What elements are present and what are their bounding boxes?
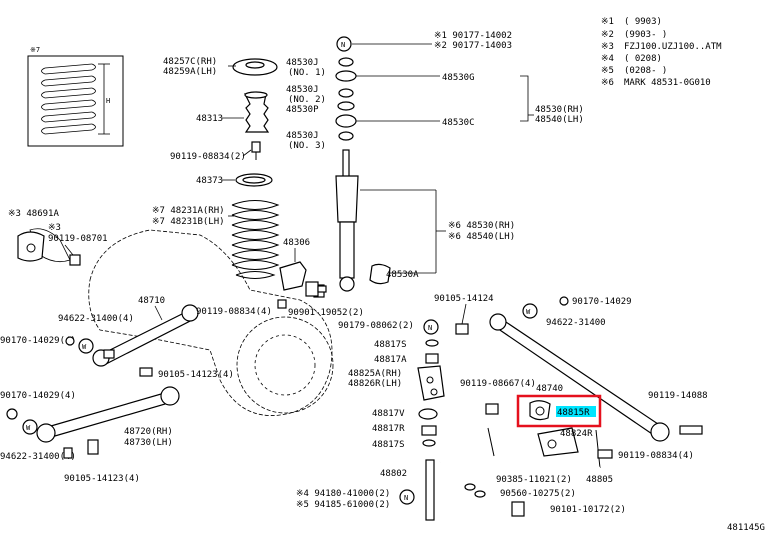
- label-90119-08701: 90119-08701: [48, 234, 108, 244]
- label-90170-b: 90170-14029(4): [0, 391, 76, 401]
- label-48231a: ※7 48231A(RH): [152, 206, 225, 216]
- label-90119-08667: 90119-08667(4): [460, 379, 536, 389]
- label-48730: 48730(LH): [124, 438, 173, 448]
- label-94185: ※5 94185-61000(2): [296, 500, 390, 510]
- label-48824r: 48824R: [560, 429, 593, 439]
- label-48540lh6: ※6 48540(LH): [448, 232, 515, 242]
- label-48540lh: 48540(LH): [535, 115, 584, 125]
- label-90119-08834-c: 90119-08834(4): [618, 451, 694, 461]
- label-48817a: 48817A: [374, 355, 407, 365]
- label-48373: 48373: [196, 176, 223, 186]
- label-90119-14088: 90119-14088: [648, 391, 708, 401]
- label-90105-a: 90105-14123(4): [158, 370, 234, 380]
- shock-absorber: N ※1 90177-14002 ※2 90177-14003 48530J (…: [286, 31, 584, 297]
- label-48530j-3: 48530J: [286, 131, 319, 141]
- label-94180: ※4 94180-41000(2): [296, 489, 390, 499]
- spring-inset: ※7 H: [27, 46, 124, 147]
- label-90179: 90179-08062(2): [338, 321, 414, 331]
- label-90105-c: 90105-14124: [434, 294, 494, 304]
- label-48530c: 48530C: [442, 118, 475, 128]
- lateral-rod-48740: 90105-14124 W 94622-31400 90170-14029 48…: [434, 294, 708, 442]
- label-48530g: 48530G: [442, 73, 475, 83]
- w-mark-1: W: [82, 343, 87, 351]
- label-90105-b: 90105-14123(4): [64, 474, 140, 484]
- note-3-text: FZJ100.UZJ100..ATM: [624, 42, 722, 52]
- label-48817s-b: 48817S: [372, 440, 405, 450]
- note-4-mark: ※4: [601, 54, 614, 64]
- label-190177: ※1 90177-14002: [434, 31, 512, 41]
- label-48259a: 48259A(LH): [163, 67, 217, 77]
- stabilizer-group: 90179-08062(2) N 48817S 48817A 48825A(RH…: [296, 319, 694, 521]
- label-90560: 90560-10275(2): [500, 489, 576, 499]
- label-90119-08834-b: 90119-08834(4): [196, 307, 272, 317]
- label-48313: 48313: [196, 114, 223, 124]
- inset-mark: ※7: [30, 46, 40, 54]
- label-48802: 48802: [380, 469, 407, 479]
- notes-block: ※1 ( 9903) ※2 (9903- ) ※3 FZJ100.UZJ100.…: [601, 17, 722, 88]
- highlight-fill: [556, 406, 596, 417]
- label-48710: 48710: [138, 296, 165, 306]
- label-48691a: ※3 48691A: [8, 209, 59, 219]
- label-290177: ※2 90177-14003: [434, 41, 512, 51]
- bracket-48306: 48306: [279, 238, 310, 291]
- coil-spring: ※7 48231A(RH) ※7 48231B(LH): [152, 200, 280, 279]
- label-90170-a: 90170-14029(4): [0, 336, 76, 346]
- label-48530p: 48530P: [286, 105, 319, 115]
- note-2-text: (9903- ): [624, 30, 667, 40]
- label-48740: 48740: [536, 384, 563, 394]
- w-mark-3: W: [526, 308, 531, 316]
- label-48530j-1: 48530J: [286, 58, 319, 68]
- figure-code: 481145G: [727, 523, 765, 533]
- label-48530rh: 48530(RH): [535, 105, 584, 115]
- label-90101: 90101-10172(2): [550, 505, 626, 515]
- note-4-text: ( 0208): [624, 54, 662, 64]
- label-48530j-1n: (NO. 1): [288, 68, 326, 78]
- label-48817r: 48817R: [372, 424, 405, 434]
- upper-arm-48710: 48710 90119-08834(4) 90901-19052(2) 9462…: [0, 284, 364, 380]
- label-48306: 48306: [283, 238, 310, 248]
- note-5-text: (0208- ): [624, 66, 667, 76]
- note-6-mark: ※6: [601, 78, 614, 88]
- highlight-box: [516, 394, 602, 428]
- upper-seat-group: 48257C(RH) 48259A(LH) 48313 90119-08834(…: [163, 57, 278, 187]
- highlighted-part-48815r[interactable]: 48815R: [516, 394, 602, 428]
- note-1-mark: ※1: [601, 17, 614, 27]
- note-6-text: MARK 48531-0G010: [624, 78, 711, 88]
- label-90119-08834-a: 90119-08834(2): [170, 152, 246, 162]
- label-48805: 48805: [586, 475, 613, 485]
- label-94622-b: 94622-31400(4): [0, 452, 76, 462]
- label-3mark: ※3: [48, 223, 61, 233]
- label-48530rh6: ※6 48530(RH): [448, 221, 515, 231]
- label-94622-a: 94622-31400(4): [58, 314, 134, 324]
- label-48530j-3n: (NO. 3): [288, 141, 326, 151]
- n-mark-2: N: [428, 324, 432, 332]
- label-48530j-2: 48530J: [286, 85, 319, 95]
- note-1-text: ( 9903): [624, 17, 662, 27]
- w-mark-2: W: [26, 424, 31, 432]
- label-90170-c: 90170-14029: [572, 297, 632, 307]
- label-48231b: ※7 48231B(LH): [152, 217, 225, 227]
- label-48530j-2n: (NO. 2): [288, 95, 326, 105]
- label-48720: 48720(RH): [124, 427, 173, 437]
- label-90385: 90385-11021(2): [496, 475, 572, 485]
- lower-arm-48720: 90170-14029(4) W 48720(RH) 48730(LH) 946…: [0, 386, 180, 484]
- label-48825a: 48825A(RH): [348, 369, 402, 379]
- label-48815r[interactable]: 48815R: [557, 408, 590, 418]
- label-48817v: 48817V: [372, 409, 405, 419]
- label-48530a: 48530A: [386, 270, 419, 280]
- bracket-48691a: ※3 48691A ※3 90119-08701: [8, 209, 108, 266]
- n-mark-1: N: [341, 41, 345, 49]
- label-94622-c: 94622-31400: [546, 318, 606, 328]
- n-mark-3: N: [404, 494, 408, 502]
- label-48817s-a: 48817S: [374, 340, 407, 350]
- label-48826r: 48826R(LH): [348, 379, 402, 389]
- label-48257c: 48257C(RH): [163, 57, 217, 67]
- note-5-mark: ※5: [601, 66, 614, 76]
- inset-dim-h: H: [106, 97, 110, 105]
- note-3-mark: ※3: [601, 42, 614, 52]
- label-90901: 90901-19052(2): [288, 308, 364, 318]
- note-2-mark: ※2: [601, 30, 614, 40]
